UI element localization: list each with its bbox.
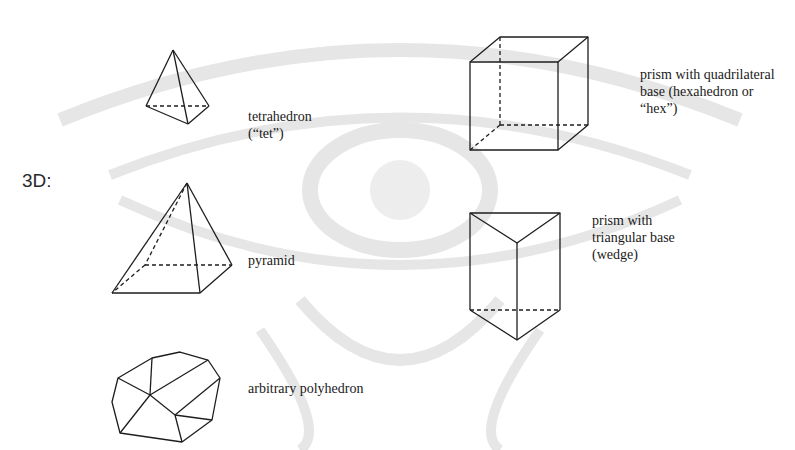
label-slot: prism with quadrilateral base (hexahedro… — [640, 66, 785, 117]
label-slot: tetrahedron (“tet”) — [248, 108, 333, 142]
pyramid-shape — [112, 183, 232, 293]
label-slot: 3D: — [22, 170, 92, 192]
element-label: prism with quadrilateral base (hexahedro… — [640, 66, 785, 117]
element-label: arbitrary polyhedron — [248, 380, 428, 397]
watermark-logo — [60, 50, 740, 450]
tetrahedron-shape — [146, 50, 209, 124]
element-label: tetrahedron (“tet”) — [248, 108, 333, 142]
label-slot: prism with triangular base (wedge) — [592, 212, 700, 263]
polyhedron-shape — [112, 352, 220, 442]
element-label: prism with triangular base (wedge) — [592, 212, 700, 263]
label-slot: pyramid — [248, 252, 358, 269]
wedge-shape — [470, 213, 560, 340]
dimension-heading: 3D: — [22, 170, 92, 192]
element-label: pyramid — [248, 252, 358, 269]
hexahedron-shape — [470, 37, 588, 150]
label-slot: arbitrary polyhedron — [248, 380, 428, 397]
